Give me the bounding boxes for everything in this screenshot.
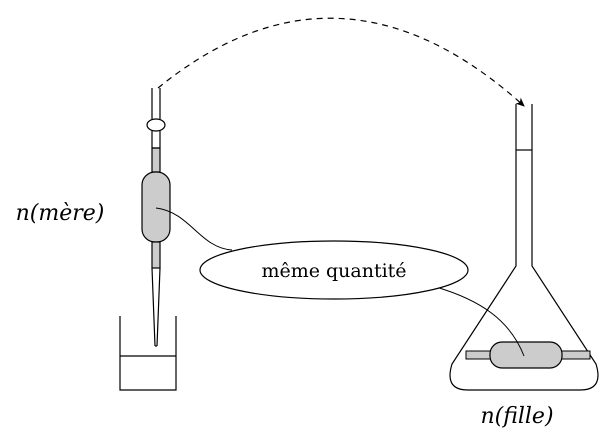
transfer-arrow [157,17,525,107]
volumetric-flask [449,104,599,391]
daughter-amount-label: n(fille) [480,404,553,429]
same-quantity-bubble [199,240,469,300]
connector-mother [155,207,233,251]
beaker [119,316,177,391]
same-quantity-label: même quantité [261,260,406,282]
connector-daughter [435,286,525,357]
pipette-solution-bulb [141,171,171,243]
volumetric-pipette [141,88,171,347]
mother-amount-label: n(mère) [16,201,105,226]
flask-solution-bulb [489,341,563,369]
